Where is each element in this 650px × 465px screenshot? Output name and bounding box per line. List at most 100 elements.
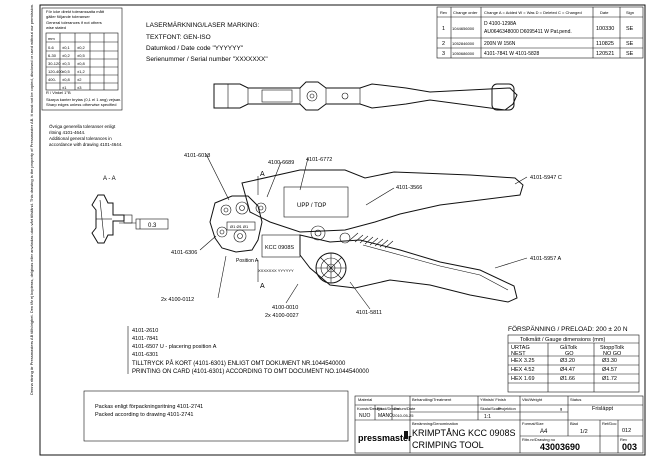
parts-note-line-2: 4101-7841 xyxy=(132,336,158,342)
tolerance-unit: mm xyxy=(48,36,55,41)
tb-scale: 1:1 xyxy=(484,414,491,420)
tb-date: 2010-05-25 xyxy=(393,413,414,418)
label-4101-6772: 4101-6772 xyxy=(306,157,332,163)
rev-3-number: 3 xyxy=(442,51,445,57)
gauge-cell: HEX 1.69 xyxy=(511,376,535,382)
tolerance-cell: 400- xyxy=(48,77,57,82)
general-note-line-1: Övriga generella toleranser enligt xyxy=(49,123,116,129)
rev-3-date: 120521 xyxy=(596,51,614,57)
tb-ref: 012 xyxy=(622,428,631,434)
tolerance-cell: ±0,8 xyxy=(77,61,86,66)
tb-title-2: CRIMPING TOOL xyxy=(412,440,484,450)
general-tolerance-note: Övriga generella toleranser enligt ritni… xyxy=(49,123,123,147)
label-4100-0010: 4100-0010 xyxy=(272,305,298,311)
tolerance-cell: ±1,2 xyxy=(77,69,86,74)
rev-2-change: 200N W 156N xyxy=(484,41,516,47)
tb-rev-label: Rev xyxy=(620,437,627,442)
tb-sheet-label: Blad xyxy=(570,421,578,426)
tool-side-view: Ø1 Ø1 Ø1 UPP / TOP KCC 0908S Position A … xyxy=(209,169,524,303)
tb-drawing-no-label: Ritn.nr/Drawing no xyxy=(522,437,556,442)
rev-1-order: 1044656000 xyxy=(452,26,475,31)
general-note-line-3: Additional general tolerances in xyxy=(49,136,112,141)
gauge-cell: Ø4.57 xyxy=(602,367,617,373)
label-4100-6689: 4100-6689 xyxy=(268,160,294,166)
laser-marking-note: LASERMÄRKNING/LASER MARKING: TEXTFONT: G… xyxy=(146,21,268,63)
rev-1-date: 100330 xyxy=(596,26,614,32)
rev-header-order: Change order xyxy=(453,10,478,15)
gauge-subtitle: Tolkmått / Gauge dimensions (mm) xyxy=(520,336,605,343)
general-note-line-2: ritning 4101-4644. xyxy=(49,130,85,135)
label-4101-3566: 4101-3566 xyxy=(396,185,422,191)
sharp-edges-line-2: Sharp edges unless otherwise specified xyxy=(46,102,117,107)
tolerance-cell: ±0,3 xyxy=(62,61,71,66)
gauge-col-nogo-en: NO GO xyxy=(603,351,622,357)
tolerance-cell: 30-120 xyxy=(48,61,61,66)
tolerance-cell: ±2 xyxy=(77,77,82,82)
rev-3-change: 4101-7841 W 4101-5828 xyxy=(484,51,540,57)
laser-marking-font: TEXTFONT: GEN-ISO xyxy=(146,34,211,41)
tb-label-status: Status xyxy=(570,397,581,402)
tolerance-cell: ±0,8 xyxy=(62,77,71,82)
gauge-col-nest-sv: URTAG xyxy=(511,345,530,351)
gauge-col-nogo-sv: StoppTolk xyxy=(600,345,624,351)
rev-3-order: 1050686000 xyxy=(452,51,475,56)
tb-label-material: Material xyxy=(358,397,372,402)
tolerance-r-note: R / Vinkel 1°B xyxy=(46,90,71,95)
tb-ref-label: Ref/Doc xyxy=(602,421,616,426)
section-aa-label: A - A xyxy=(103,176,116,182)
parts-note-line-1: 4101-2610 xyxy=(132,328,158,334)
gauge-col-go-sv: GåTolk xyxy=(560,344,577,351)
rev-1-change: D 4100-1298A xyxy=(484,21,517,27)
parts-note-line-4: 4101-6301 xyxy=(132,352,158,358)
rev-1-sign: SE xyxy=(626,26,634,32)
rev-1-number: 1 xyxy=(442,26,445,32)
rev-2-date: 110825 xyxy=(596,41,614,47)
tb-label-treatment: Behandling/Treatment xyxy=(412,397,452,402)
rev-header-change: Change A = Added W = Was D = Deleted C =… xyxy=(484,10,582,15)
tb-status-value: Frisläppt xyxy=(592,406,614,412)
dim-03-label: 0.3 xyxy=(148,223,157,229)
gauge-cell: Ø1.72 xyxy=(602,376,617,382)
laser-marking-date-code: Datumkod / Date code "YYYYYY" xyxy=(146,45,244,52)
parts-note-line-3: 4101-6507 U - placering position A xyxy=(132,344,217,350)
sharp-edges-line-1: Skarpa kanter brytas (0,1 el 1 ang) vejs… xyxy=(46,97,121,102)
tb-drawn-by: MANO xyxy=(378,413,393,419)
label-4100-0027: 2x 4100-0027 xyxy=(265,313,299,319)
gauge-col-go-en: GO xyxy=(565,351,574,357)
gauge-cell: Ø3.20 xyxy=(560,358,575,364)
tb-designer: NIJO xyxy=(359,413,371,419)
preload-gauge-table: FÖRSPÄNNING / PRELOAD: 200 ± 20 N Tolkmå… xyxy=(507,325,640,393)
rev-2-sign: SE xyxy=(626,41,634,47)
gauge-cell: Ø3.30 xyxy=(602,358,617,364)
tb-label-scale: Skala/Scale xyxy=(480,406,502,411)
tb-title-1: KRIMPTÅNG KCC 0908S xyxy=(412,428,516,438)
revision-table: Rev Change order Change A = Added W = Wa… xyxy=(436,6,644,59)
tb-label-projection: Projektion xyxy=(498,406,516,411)
general-note-line-4: accordance with drawing 4101-4644. xyxy=(49,142,123,147)
margin-copyright-note: Denna ritning är Pressmasters AB tillhör… xyxy=(29,4,34,395)
tolerance-line-2: gäller följande toleranser xyxy=(46,14,90,19)
tb-label-date: Datum/Date xyxy=(394,406,416,411)
rev-header-date: Date xyxy=(600,10,609,15)
preload-title: FÖRSPÄNNING / PRELOAD: 200 ± 20 N xyxy=(508,325,628,333)
tb-rev: 003 xyxy=(622,442,637,452)
tb-sheet: 1/2 xyxy=(580,429,588,435)
tb-label-drawn: Ritad/Drawn xyxy=(377,406,399,411)
gauge-cell: Ø4.47 xyxy=(560,367,575,373)
tolerance-cell: ±1 xyxy=(62,85,67,90)
packing-note-line-1: Packas enligt förpackningsritning 4101-2… xyxy=(95,404,203,410)
kcc-marking-text: KCC 0908S xyxy=(265,245,294,251)
parts-note-line-5: TILLTRYCK PÅ KORT (4101-6301) ENLIGT OMT… xyxy=(132,360,346,367)
drawing-border xyxy=(39,4,646,456)
tolerance-line-1: För icke direkt toleranssatta mått xyxy=(46,9,105,14)
tool-top-view xyxy=(213,81,518,111)
label-4101-5957a: 4101-5957 A xyxy=(530,256,562,262)
laser-marking-title: LASERMÄRKNING/LASER MARKING: xyxy=(146,21,260,29)
tolerance-cell: 6-30 xyxy=(48,53,57,58)
parts-list-note: 4101-2610 4101-7841 4101-6507 U - placer… xyxy=(127,326,370,375)
part-leaders xyxy=(199,153,528,310)
serial-stamp-text: XXXXXXX YYYYYY xyxy=(258,268,294,273)
section-aa-detail: A - A 0.3 xyxy=(91,176,169,244)
rev-2-number: 2 xyxy=(442,41,445,47)
